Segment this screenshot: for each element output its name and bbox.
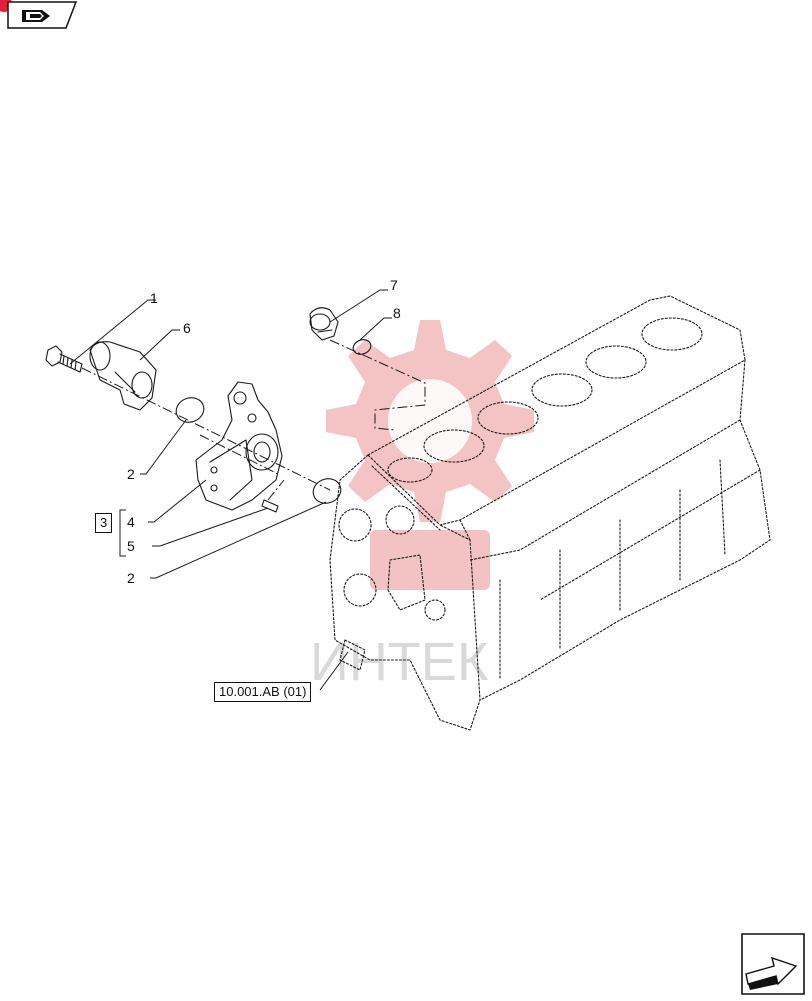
reference-link[interactable]: 10.001.AB (01) <box>214 682 312 703</box>
book-tab-icon <box>0 0 78 29</box>
top-tab[interactable] <box>0 0 80 32</box>
watermark-logo: ИНТЕК <box>310 320 534 692</box>
callout-2-upper: 2 <box>127 466 135 482</box>
callout-5: 5 <box>127 538 135 554</box>
part-7-plug <box>309 307 339 341</box>
next-page-arrow-icon <box>741 933 805 995</box>
engine-block <box>329 295 771 731</box>
part-1-bolt <box>45 345 83 373</box>
part-5-pin <box>261 499 279 513</box>
group-3-box: 3 <box>95 513 113 534</box>
callout-1: 1 <box>150 290 158 306</box>
next-page-button[interactable] <box>738 932 806 996</box>
part-4-housing <box>195 381 283 511</box>
callout-8: 8 <box>393 305 401 321</box>
callout-6: 6 <box>183 320 191 336</box>
watermark-text: ИНТЕК <box>310 632 489 692</box>
part-6-elbow <box>89 341 157 411</box>
callout-7: 7 <box>390 277 398 293</box>
callout-2-lower: 2 <box>127 570 135 586</box>
callout-4: 4 <box>127 514 135 530</box>
